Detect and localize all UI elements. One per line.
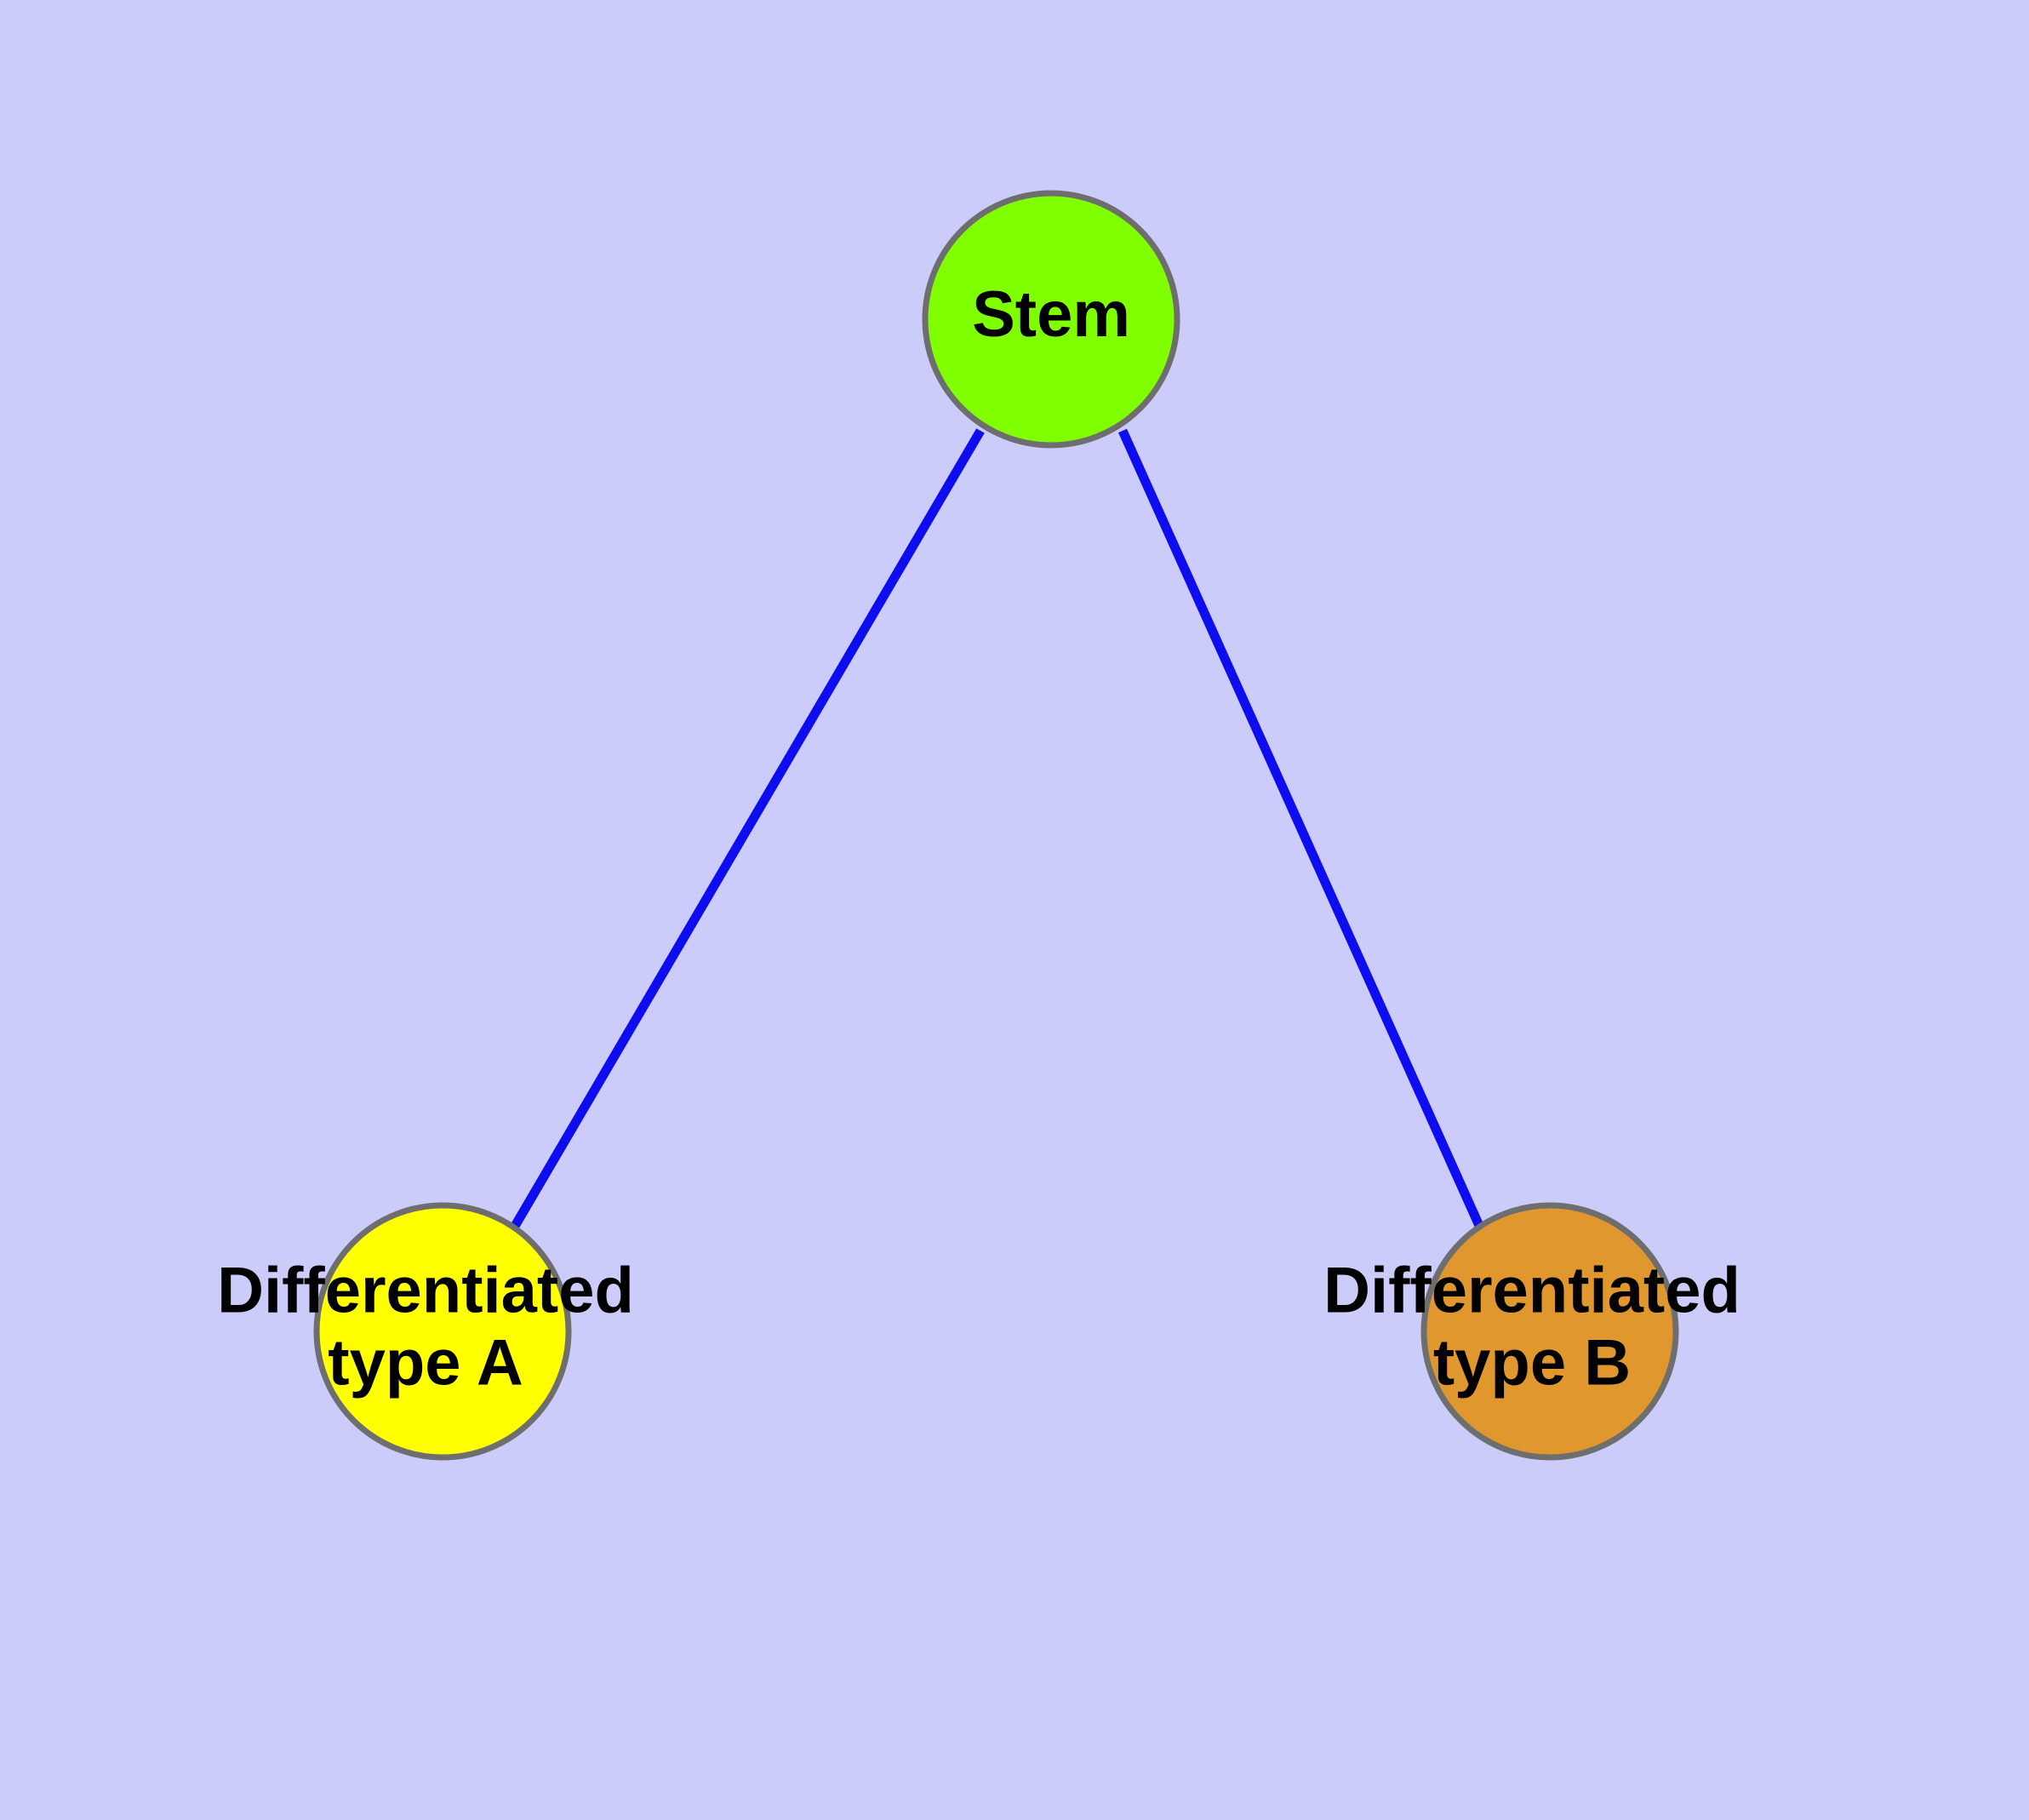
node-label-line: Differentiated	[217, 1255, 634, 1327]
node-label-line: type B	[1433, 1327, 1631, 1399]
node-label-stem: Stem	[972, 278, 1130, 351]
node-diff_a[interactable]	[313, 1202, 572, 1461]
edges-layer	[510, 428, 1485, 1230]
node-diff_b[interactable]	[1420, 1202, 1679, 1461]
node-label-line: Stem	[972, 278, 1130, 351]
nodes-layer	[313, 190, 1679, 1461]
node-label-line: Differentiated	[1323, 1255, 1740, 1327]
edge-stem-to-diff-b[interactable]	[1117, 428, 1485, 1230]
node-label-line: type A	[328, 1327, 523, 1399]
node-stem[interactable]	[922, 190, 1180, 449]
edge-stem-to-diff-a[interactable]	[510, 428, 985, 1230]
